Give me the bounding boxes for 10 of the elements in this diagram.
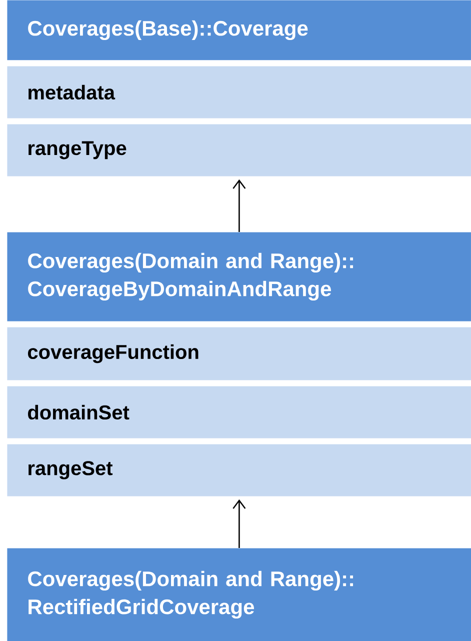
attribute-row: rangeSet (7, 444, 471, 496)
arrow (232, 499, 246, 548)
class-header: Coverages(Domain and Range):: RectifiedGridCoverage (7, 548, 471, 641)
attribute-row: rangeType (7, 124, 471, 176)
attribute-row: domainSet (7, 386, 471, 438)
attribute-row: metadata (7, 66, 471, 118)
class-header: Coverages(Domain and Range):: CoverageByDomainAndRange (7, 232, 471, 322)
attribute-row: coverageFunction (7, 327, 471, 380)
class-header: Coverages(Base)::Coverage (7, 0, 471, 60)
arrow (232, 179, 246, 232)
